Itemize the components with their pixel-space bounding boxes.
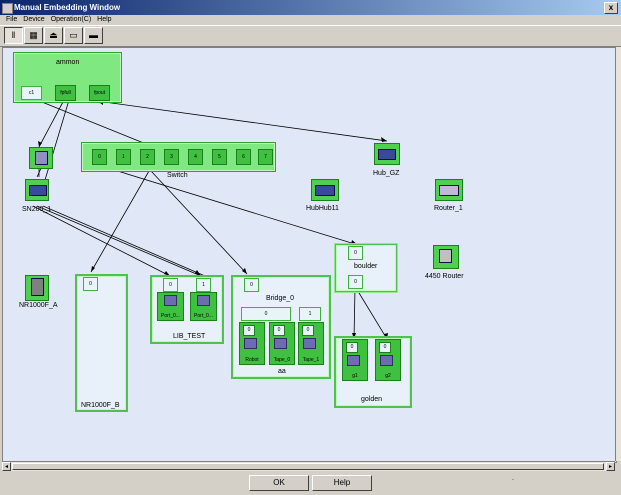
boulder-port-bottom[interactable]: 0 xyxy=(348,275,363,289)
menu-help[interactable]: Help xyxy=(97,16,112,23)
switch-tool-button[interactable]: ▬ xyxy=(84,27,103,44)
hub-gz-device[interactable] xyxy=(374,143,400,165)
boulder-label: boulder xyxy=(354,263,378,270)
hub-gz-label: Hub_GZ xyxy=(373,170,400,177)
scroll-right-arrow-icon[interactable]: ▸ xyxy=(606,462,615,471)
menu-operation[interactable]: Operation(C) xyxy=(50,16,92,23)
lib-test-port-0[interactable]: 0 xyxy=(163,278,178,292)
switch-port-6[interactable]: 6 xyxy=(236,149,251,165)
nr1000f-a-label: NR1000F_A xyxy=(19,302,58,309)
eject-tool-button[interactable]: ⏏ xyxy=(44,27,63,44)
help-button[interactable]: Help xyxy=(312,475,372,491)
switch-port-2[interactable]: 2 xyxy=(140,149,155,165)
boulder-port-top[interactable]: 0 xyxy=(348,246,363,260)
lib-test-sub-1[interactable]: Port_0... xyxy=(190,292,217,321)
ammon-port-c1[interactable]: c1 xyxy=(21,86,42,100)
router-1-device[interactable] xyxy=(435,179,463,201)
hubhub11-label: HubHub11 xyxy=(306,205,339,212)
switch-port-4[interactable]: 4 xyxy=(188,149,203,165)
embedding-canvas[interactable]: ammon c1 fpfull fpout 0 1 2 3 4 5 6 7 Sw… xyxy=(2,47,617,463)
switch-port-0[interactable]: 0 xyxy=(92,149,107,165)
router-4450-label: 4450 Router xyxy=(425,273,464,280)
group-lib-test[interactable]: 0 1 Port_0... Port_0... LIB_TEST xyxy=(150,275,224,344)
bridge-port-1[interactable]: 1 xyxy=(299,307,321,321)
title-bar: Manual Embedding Window x xyxy=(0,0,621,15)
nr1000f-b-port-0[interactable]: 0 xyxy=(83,277,98,291)
nr1000f-a-device[interactable] xyxy=(25,275,49,301)
lib-test-label: LIB_TEST xyxy=(173,333,206,340)
switch-port-1[interactable]: 1 xyxy=(116,149,131,165)
scroll-left-arrow-icon[interactable]: ◂ xyxy=(2,462,11,471)
menu-file[interactable]: File xyxy=(6,16,18,23)
footer: OK Help . xyxy=(0,471,621,495)
nr1000f-b-label: NR1000F_B xyxy=(81,402,120,409)
group-nr1000f-b[interactable]: 0 NR1000F_B xyxy=(75,274,128,412)
vertical-scrollbar[interactable] xyxy=(615,47,621,461)
bridge-0-label: Bridge_0 xyxy=(266,295,295,302)
sn200-label: SN200_1 xyxy=(22,206,52,213)
router-4450-device[interactable] xyxy=(433,245,459,269)
menu-bar: File Device Operation(C) Help xyxy=(0,15,621,25)
status-dot: . xyxy=(512,475,514,482)
menu-device[interactable]: Device xyxy=(23,16,45,23)
sn200-device[interactable] xyxy=(25,179,49,201)
ammon-port-fpout[interactable]: fpout xyxy=(89,85,110,101)
group-boulder[interactable]: 0 boulder 0 xyxy=(334,243,398,293)
aa-label: aa xyxy=(278,368,286,375)
device-tool-button[interactable]: ▭ xyxy=(64,27,83,44)
scroll-thumb[interactable] xyxy=(12,463,604,470)
close-button[interactable]: x xyxy=(604,2,618,14)
bridge-port-0[interactable]: 0 xyxy=(241,307,291,321)
group-switch[interactable]: 0 1 2 3 4 5 6 7 xyxy=(81,142,276,172)
router-1-label: Router_1 xyxy=(434,205,463,212)
group-ammon[interactable]: ammon c1 fpfull fpout xyxy=(13,52,122,103)
app-icon xyxy=(2,3,13,14)
hubhub11-device[interactable] xyxy=(311,179,339,201)
ammon-title: ammon xyxy=(56,59,80,66)
window-title: Manual Embedding Window xyxy=(14,3,121,12)
switch-port-5[interactable]: 5 xyxy=(212,149,227,165)
small-device-icon[interactable] xyxy=(29,147,53,169)
lib-test-port-1[interactable]: 1 xyxy=(196,278,211,292)
switch-port-7[interactable]: 7 xyxy=(258,149,273,165)
toolbar: ‖ ▦ ⏏ ▭ ▬ xyxy=(0,25,621,47)
aa-port-0[interactable]: 0 xyxy=(244,278,259,292)
pause-tool-button[interactable]: ‖ xyxy=(4,27,23,44)
lib-test-sub-0[interactable]: Port_0... xyxy=(157,292,184,321)
switch-label: Switch xyxy=(167,172,188,179)
golden-label: golden xyxy=(361,396,383,403)
ammon-port-fpfull[interactable]: fpfull xyxy=(55,85,76,101)
switch-port-3[interactable]: 3 xyxy=(164,149,179,165)
grid-tool-button[interactable]: ▦ xyxy=(24,27,43,44)
horizontal-scrollbar[interactable]: ◂ ▸ xyxy=(2,461,615,471)
ok-button[interactable]: OK xyxy=(249,475,309,491)
